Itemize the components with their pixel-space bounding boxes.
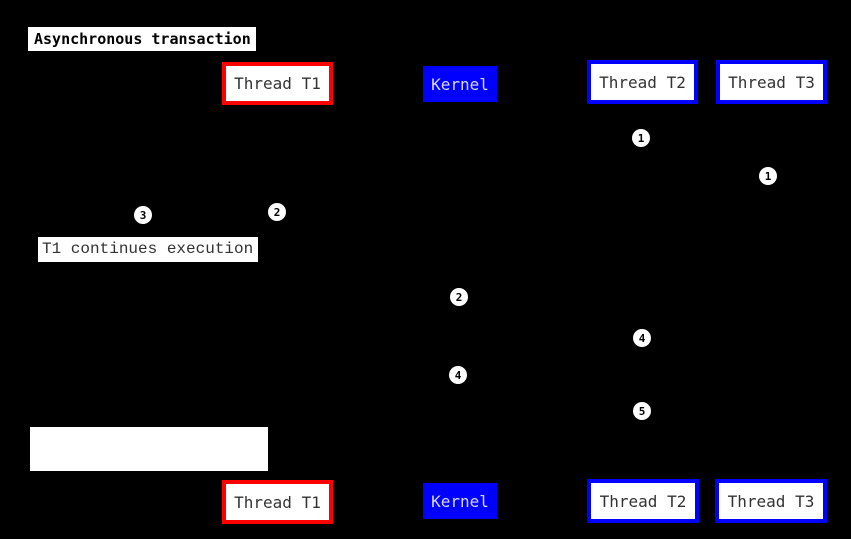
sequence-marker-number: 2 [455, 290, 463, 304]
sequence-marker-number: 2 [273, 205, 281, 219]
sequence-marker-circle: 5 [633, 402, 651, 420]
sequence-marker-circle: 1 [759, 167, 777, 185]
participant-kernel-bottom: Kernel [423, 483, 497, 519]
sequence-marker-number: 1 [764, 169, 772, 183]
participant-kernel-top: Kernel [423, 66, 497, 102]
participant-thread-t2-top: Thread T2 [587, 60, 698, 104]
participant-label: Thread T2 [599, 491, 687, 511]
sequence-marker-number: 1 [637, 131, 645, 145]
participant-thread-t2-bottom: Thread T2 [587, 479, 699, 523]
participant-label: Kernel [431, 491, 489, 511]
participant-label: Thread T2 [599, 72, 686, 92]
sequence-marker-circle: 4 [449, 366, 467, 384]
participant-label: Thread T1 [234, 492, 321, 512]
sequence-marker-circle: 1 [632, 129, 650, 147]
diagram-title: Asynchronous transaction [28, 27, 256, 51]
participant-label: Thread T3 [728, 72, 815, 92]
sequence-marker-circle: 3 [134, 206, 152, 224]
participant-label: Thread T3 [727, 491, 815, 511]
sequence-marker-number: 5 [638, 404, 646, 418]
note-blank-box [30, 427, 268, 471]
sequence-marker-number: 4 [638, 331, 646, 345]
participant-label: Thread T1 [234, 74, 321, 93]
participant-thread-t3-bottom: Thread T3 [715, 479, 827, 523]
participant-thread-t1-bottom: Thread T1 [222, 480, 333, 524]
sequence-marker-circle: 4 [633, 329, 651, 347]
sequence-marker-circle: 2 [268, 203, 286, 221]
participant-thread-t3-top: Thread T3 [716, 60, 827, 104]
note-t1-continues-execution: T1 continues execution [38, 237, 258, 262]
sequence-marker-circle: 2 [450, 288, 468, 306]
participant-label: Kernel [431, 74, 489, 94]
sequence-marker-number: 4 [454, 368, 462, 382]
participant-thread-t1-top: Thread T1 [222, 62, 333, 105]
sequence-marker-number: 3 [139, 208, 147, 222]
